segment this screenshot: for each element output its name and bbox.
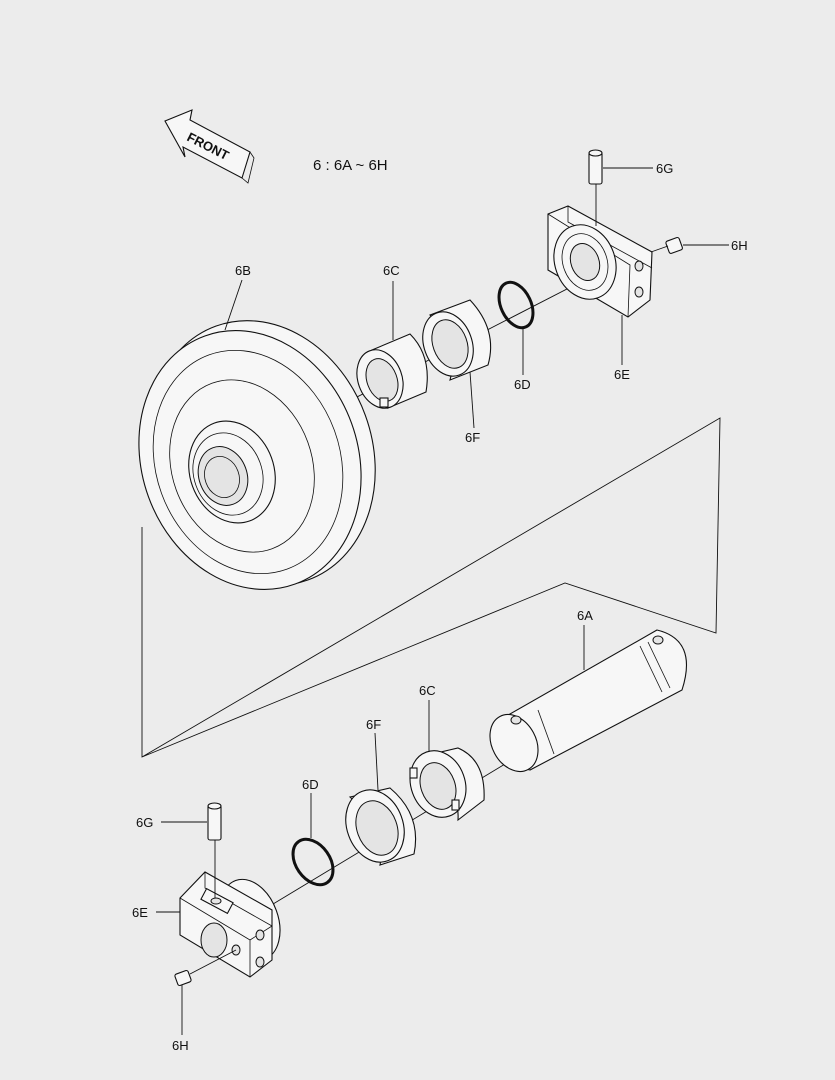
label-6C-bottom: 6C bbox=[419, 683, 436, 698]
bushing-6C-lower bbox=[409, 747, 485, 822]
bushing-6C-upper bbox=[356, 333, 428, 409]
label-6B: 6B bbox=[235, 263, 251, 278]
set-screw-6H-lower bbox=[174, 949, 237, 987]
bracket-6E-lower bbox=[179, 871, 281, 978]
pin-6G-upper bbox=[588, 149, 603, 226]
idler-wheel-6B bbox=[138, 320, 376, 590]
seal-6F-upper bbox=[422, 299, 492, 381]
front-direction-arrow: FRONT bbox=[164, 109, 255, 184]
shaft-6A bbox=[489, 629, 688, 772]
label-6H-bottom: 6H bbox=[172, 1038, 189, 1053]
bracket-6E-upper bbox=[547, 205, 653, 318]
set-screw-6H-upper bbox=[650, 236, 683, 254]
seal-6F-lower bbox=[345, 787, 417, 866]
label-6D-top: 6D bbox=[514, 377, 531, 392]
pin-6G-lower bbox=[207, 802, 222, 898]
label-6F-bottom: 6F bbox=[366, 717, 381, 732]
label-6G-top: 6G bbox=[656, 161, 673, 176]
label-6C-top: 6C bbox=[383, 263, 400, 278]
label-6G-bottom: 6G bbox=[136, 815, 153, 830]
o-ring-6D-upper bbox=[497, 280, 535, 330]
part-labels: 6B 6C 6F 6D 6E 6G 6H 6A 6C 6F 6D 6G 6E 6… bbox=[132, 161, 748, 1053]
diagram-title: 6 : 6A ~ 6H bbox=[313, 157, 388, 174]
label-6H-top: 6H bbox=[731, 238, 748, 253]
o-ring-6D-lower bbox=[291, 837, 335, 887]
assembly-line bbox=[141, 417, 721, 758]
leader-lines bbox=[156, 167, 729, 1035]
label-6F-top: 6F bbox=[465, 430, 480, 445]
label-6D-bottom: 6D bbox=[302, 777, 319, 792]
label-6E-bottom: 6E bbox=[132, 905, 148, 920]
label-6A: 6A bbox=[577, 608, 593, 623]
label-6E-top: 6E bbox=[614, 367, 630, 382]
